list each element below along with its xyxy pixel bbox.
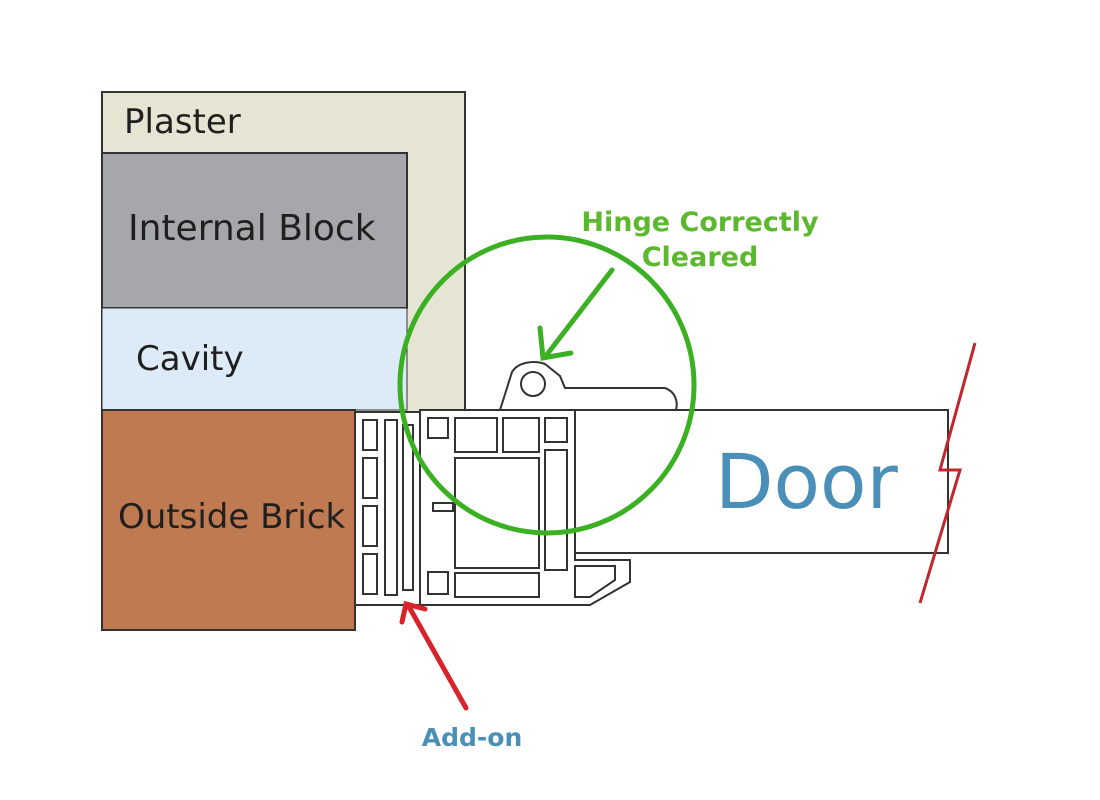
hinge [498, 361, 678, 411]
door-slab [575, 409, 949, 554]
break-line [918, 342, 977, 604]
hinge-label-line1: Hinge Correctly [581, 207, 819, 238]
add-on-label: Add-on [422, 723, 523, 752]
cavity-label: Cavity [136, 339, 244, 379]
hinge-arrow [537, 267, 615, 361]
cavity-layer [101, 307, 408, 411]
internal-block-label: Internal Block [128, 208, 376, 249]
hinge-label-line2: Cleared [642, 242, 759, 273]
door-label: Door [715, 437, 899, 526]
plaster-label: Plaster [124, 102, 241, 142]
outside-brick-layer [101, 409, 356, 631]
outside-brick-label: Outside Brick [118, 497, 346, 537]
add-on-arrow [399, 600, 469, 711]
highlight-circle [397, 234, 697, 536]
internal-block-layer [101, 152, 408, 309]
add-on-profile [354, 411, 421, 606]
